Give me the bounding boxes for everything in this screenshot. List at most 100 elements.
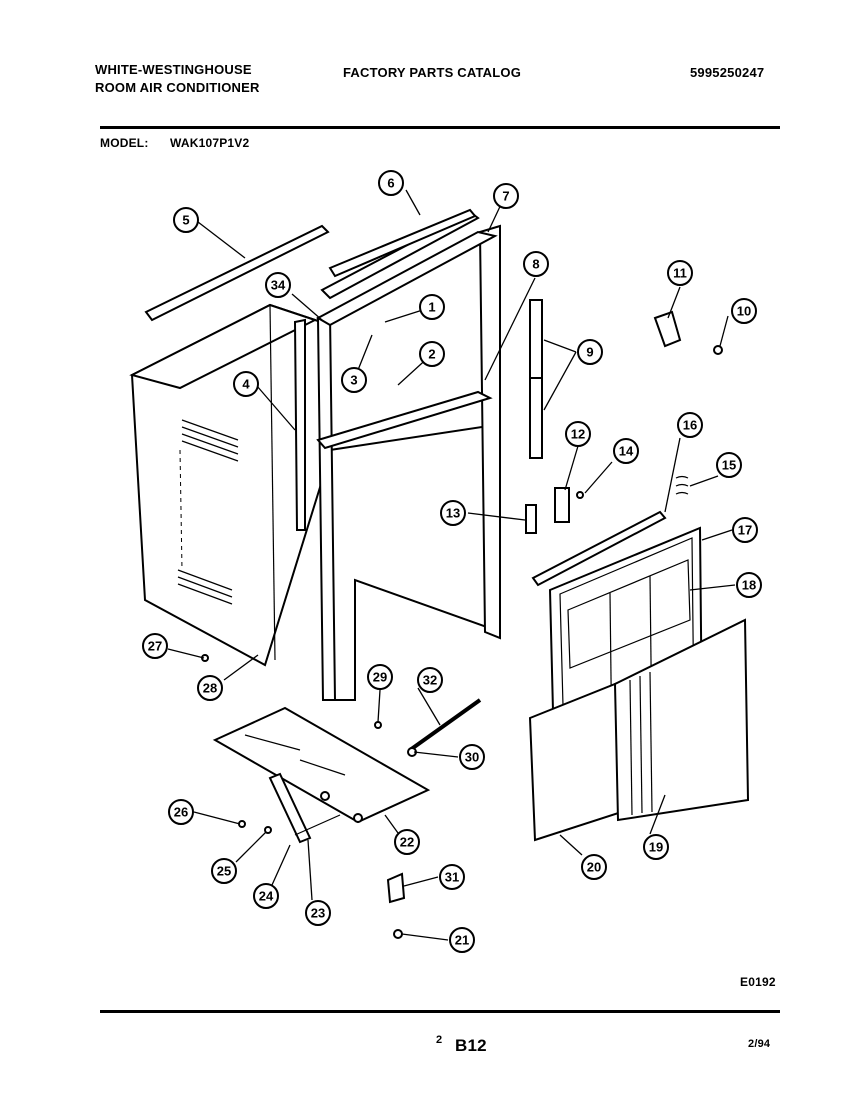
callout-6: 6 [378,170,404,196]
svg-text:1: 1 [428,300,435,315]
callout-26: 26 [168,799,194,825]
svg-text:29: 29 [373,670,387,685]
svg-text:23: 23 [311,906,325,921]
bracket-11 [653,310,682,348]
base-pan-22 [212,706,431,824]
svg-text:19: 19 [649,840,663,855]
callout-23: 23 [305,900,331,926]
page-small: 2 [436,1034,443,1046]
callout-8: 8 [523,251,549,277]
callout-30: 30 [459,744,485,770]
svg-text:12: 12 [571,427,585,442]
callout-17: 17 [732,517,758,543]
callout-24: 24 [253,883,279,909]
svg-text:14: 14 [619,444,634,459]
callout-19: 19 [643,834,669,860]
svg-text:6: 6 [387,176,394,191]
svg-text:10: 10 [737,304,751,319]
model-value: WAK107P1V2 [170,136,250,150]
callout-4: 4 [233,371,259,397]
grille-19 [613,618,750,822]
callout-5: 5 [173,207,199,233]
page-date: 2/94 [748,1038,771,1050]
callout-7: 7 [493,183,519,209]
screw-21 [393,929,403,939]
front-frame [293,224,501,701]
screw-25 [264,826,272,834]
screw-29 [374,721,382,729]
svg-text:17: 17 [738,523,752,538]
svg-text:3: 3 [350,373,357,388]
callout-11: 11 [667,260,693,286]
callout-28: 28 [197,675,223,701]
page-code: B12 [455,1036,487,1055]
callout-13: 13 [440,500,466,526]
cabinet-shell [129,303,496,701]
callout-22: 22 [394,829,420,855]
callout-14: 14 [613,438,639,464]
callout-21: 21 [449,927,475,953]
brand-line-1: WHITE-WESTINGHOUSE [95,62,252,77]
callout-3: 3 [341,367,367,393]
svg-text:15: 15 [722,458,736,473]
callout-34: 34 [265,272,291,298]
svg-text:26: 26 [174,805,188,820]
cabinet-louvers-top [181,419,239,462]
svg-text:13: 13 [446,506,460,521]
svg-text:4: 4 [242,377,250,392]
svg-text:24: 24 [259,889,274,904]
svg-text:25: 25 [217,864,231,879]
top-rail-5 [144,224,330,322]
model-label: MODEL: [100,136,149,150]
svg-text:8: 8 [532,257,539,272]
svg-text:31: 31 [445,870,459,885]
seal-strip-9a [529,299,543,381]
part-13 [525,504,537,534]
svg-text:22: 22 [400,835,414,850]
cabinet-louvers-bottom [177,569,233,605]
catalog-title: FACTORY PARTS CATALOG [343,65,522,80]
screw-14 [576,491,584,499]
svg-text:7: 7 [502,189,509,204]
callout-20: 20 [581,854,607,880]
callout-15: 15 [716,452,742,478]
callout-1: 1 [419,294,445,320]
rod-32 [408,698,482,752]
svg-text:21: 21 [455,933,469,948]
callout-25: 25 [211,858,237,884]
callout-12: 12 [565,421,591,447]
top-rail-6b [328,208,477,278]
screw-10 [713,345,723,355]
brand-line-2: ROOM AIR CONDITIONER [95,80,260,95]
rail-16 [531,510,667,587]
svg-text:16: 16 [683,418,697,433]
svg-text:20: 20 [587,860,601,875]
svg-text:9: 9 [586,345,593,360]
callout-29: 29 [367,664,393,690]
callout-10: 10 [731,298,757,324]
callout-27: 27 [142,633,168,659]
svg-text:32: 32 [423,673,437,688]
header-rule [100,126,780,129]
svg-text:5: 5 [182,213,189,228]
callout-18: 18 [736,572,762,598]
spring-15 [675,475,689,495]
footer-rule [100,1010,780,1013]
bracket-31 [386,872,406,904]
callout-9: 9 [577,339,603,365]
svg-text:34: 34 [271,278,286,293]
svg-text:28: 28 [203,681,217,696]
svg-text:11: 11 [673,266,687,281]
bracket-12 [554,487,570,523]
svg-text:27: 27 [148,639,162,654]
callout-16: 16 [677,412,703,438]
callout-31: 31 [439,864,465,890]
callout-2: 2 [419,341,445,367]
callout-32: 32 [417,667,443,693]
seal-strip-9b [529,377,543,459]
diagram-code: E0192 [740,975,776,989]
catalog-number: 5995250247 [690,65,765,80]
svg-text:18: 18 [742,578,756,593]
leader-lines [167,189,736,941]
